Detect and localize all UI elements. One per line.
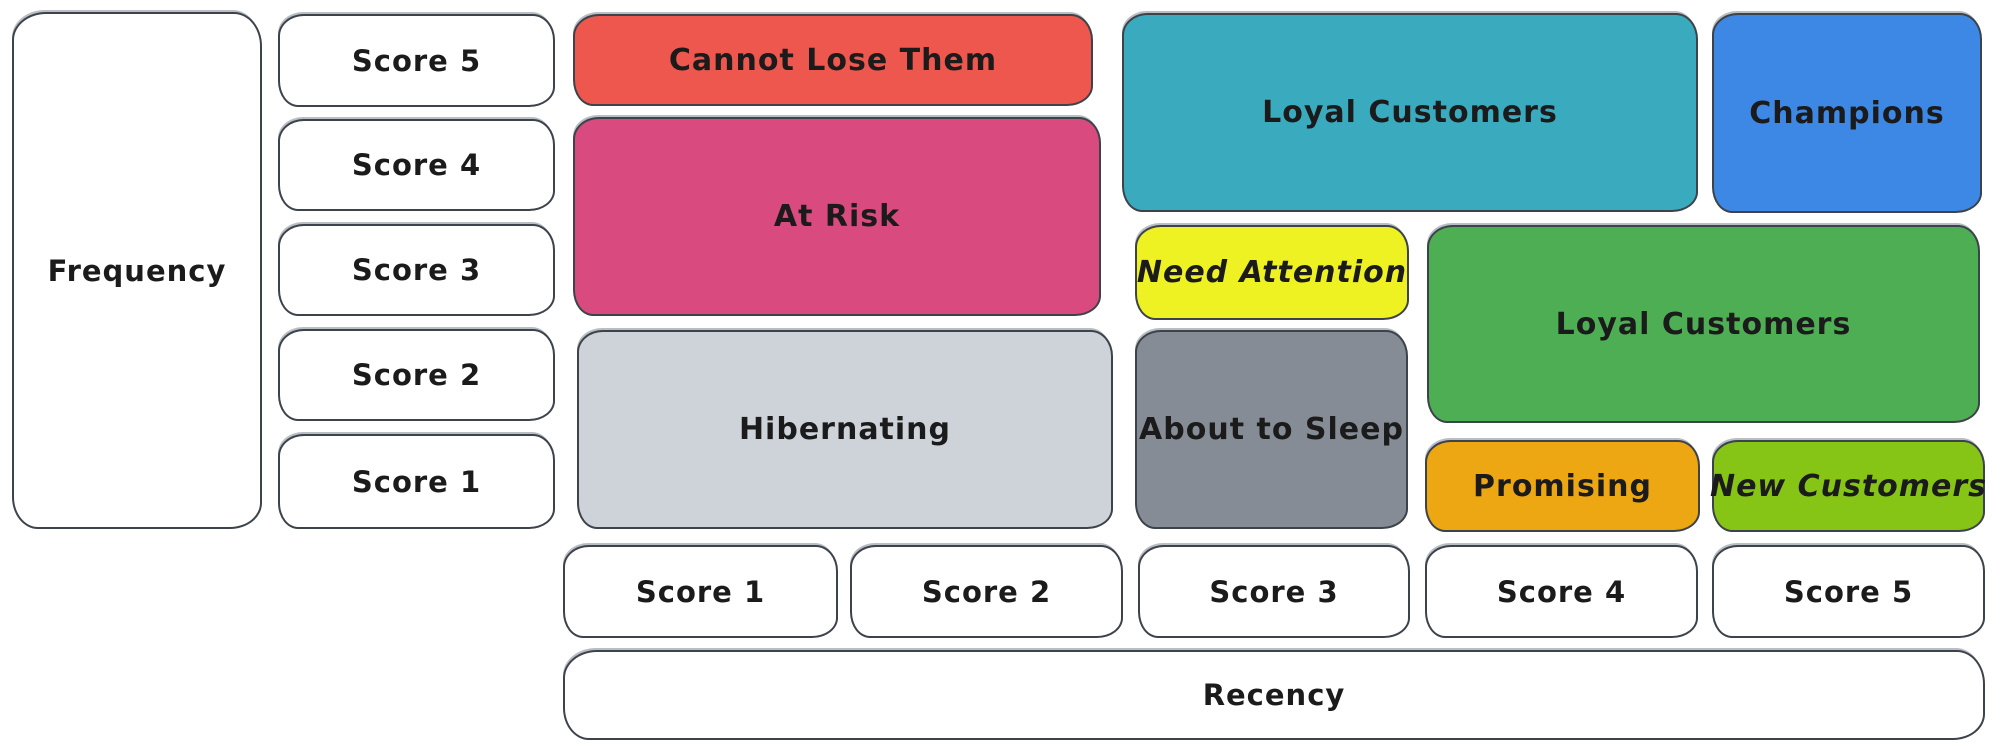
recency-score-4-box: Score 4 xyxy=(1425,545,1698,638)
segment-promising: Promising xyxy=(1425,440,1700,532)
frequency-score-4-box: Score 4 xyxy=(278,119,555,211)
segment-promising-label: Promising xyxy=(1473,468,1652,504)
recency-score-2-box: Score 2 xyxy=(850,545,1123,638)
recency-score-4-label: Score 4 xyxy=(1496,574,1627,609)
frequency-score-4-label: Score 4 xyxy=(351,148,482,182)
frequency-axis-box: Frequency xyxy=(12,12,262,529)
frequency-score-3-label: Score 3 xyxy=(351,253,482,287)
segment-new-customers-label: New Customers xyxy=(1709,468,1988,504)
segment-at-risk-label: At Risk xyxy=(773,199,901,234)
segment-cannot-lose-them: Cannot Lose Them xyxy=(573,14,1093,106)
frequency-score-1-label: Score 1 xyxy=(351,464,482,499)
segment-loyal-customers-right-label: Loyal Customers xyxy=(1555,306,1852,342)
recency-score-5-label: Score 5 xyxy=(1783,574,1914,609)
frequency-score-5-label: Score 5 xyxy=(351,43,482,78)
segment-hibernating-label: Hibernating xyxy=(738,412,952,447)
segment-champions: Champions xyxy=(1712,13,1982,213)
segment-loyal-customers-right: Loyal Customers xyxy=(1427,225,1980,423)
recency-score-3-label: Score 3 xyxy=(1209,574,1339,609)
recency-axis-box: Recency xyxy=(563,650,1985,740)
segment-need-attention: Need Attention xyxy=(1135,225,1409,320)
recency-score-1-label: Score 1 xyxy=(635,574,766,609)
frequency-score-5-box: Score 5 xyxy=(278,14,555,107)
recency-score-2-label: Score 2 xyxy=(921,574,1052,609)
recency-axis-label: Recency xyxy=(1202,678,1346,712)
segment-hibernating: Hibernating xyxy=(577,330,1113,529)
segment-need-attention-label: Need Attention xyxy=(1136,255,1408,290)
segment-about-to-sleep: About to Sleep xyxy=(1135,330,1408,529)
segment-champions-label: Champions xyxy=(1749,95,1945,131)
segment-loyal-customers-top: Loyal Customers xyxy=(1122,13,1698,212)
frequency-score-2-box: Score 2 xyxy=(278,329,555,421)
recency-score-5-box: Score 5 xyxy=(1712,545,1985,638)
frequency-score-1-box: Score 1 xyxy=(278,434,555,529)
segment-about-to-sleep-label: About to Sleep xyxy=(1139,412,1404,447)
frequency-score-2-label: Score 2 xyxy=(351,358,482,392)
recency-score-1-box: Score 1 xyxy=(563,545,838,638)
frequency-score-3-box: Score 3 xyxy=(278,224,555,316)
segment-cannot-lose-them-label: Cannot Lose Them xyxy=(668,42,998,78)
recency-score-3-box: Score 3 xyxy=(1138,545,1410,638)
segment-loyal-customers-top-label: Loyal Customers xyxy=(1262,95,1558,130)
frequency-axis-label: Frequency xyxy=(47,253,227,288)
segment-at-risk: At Risk xyxy=(573,117,1101,316)
segment-new-customers: New Customers xyxy=(1709,440,1988,532)
